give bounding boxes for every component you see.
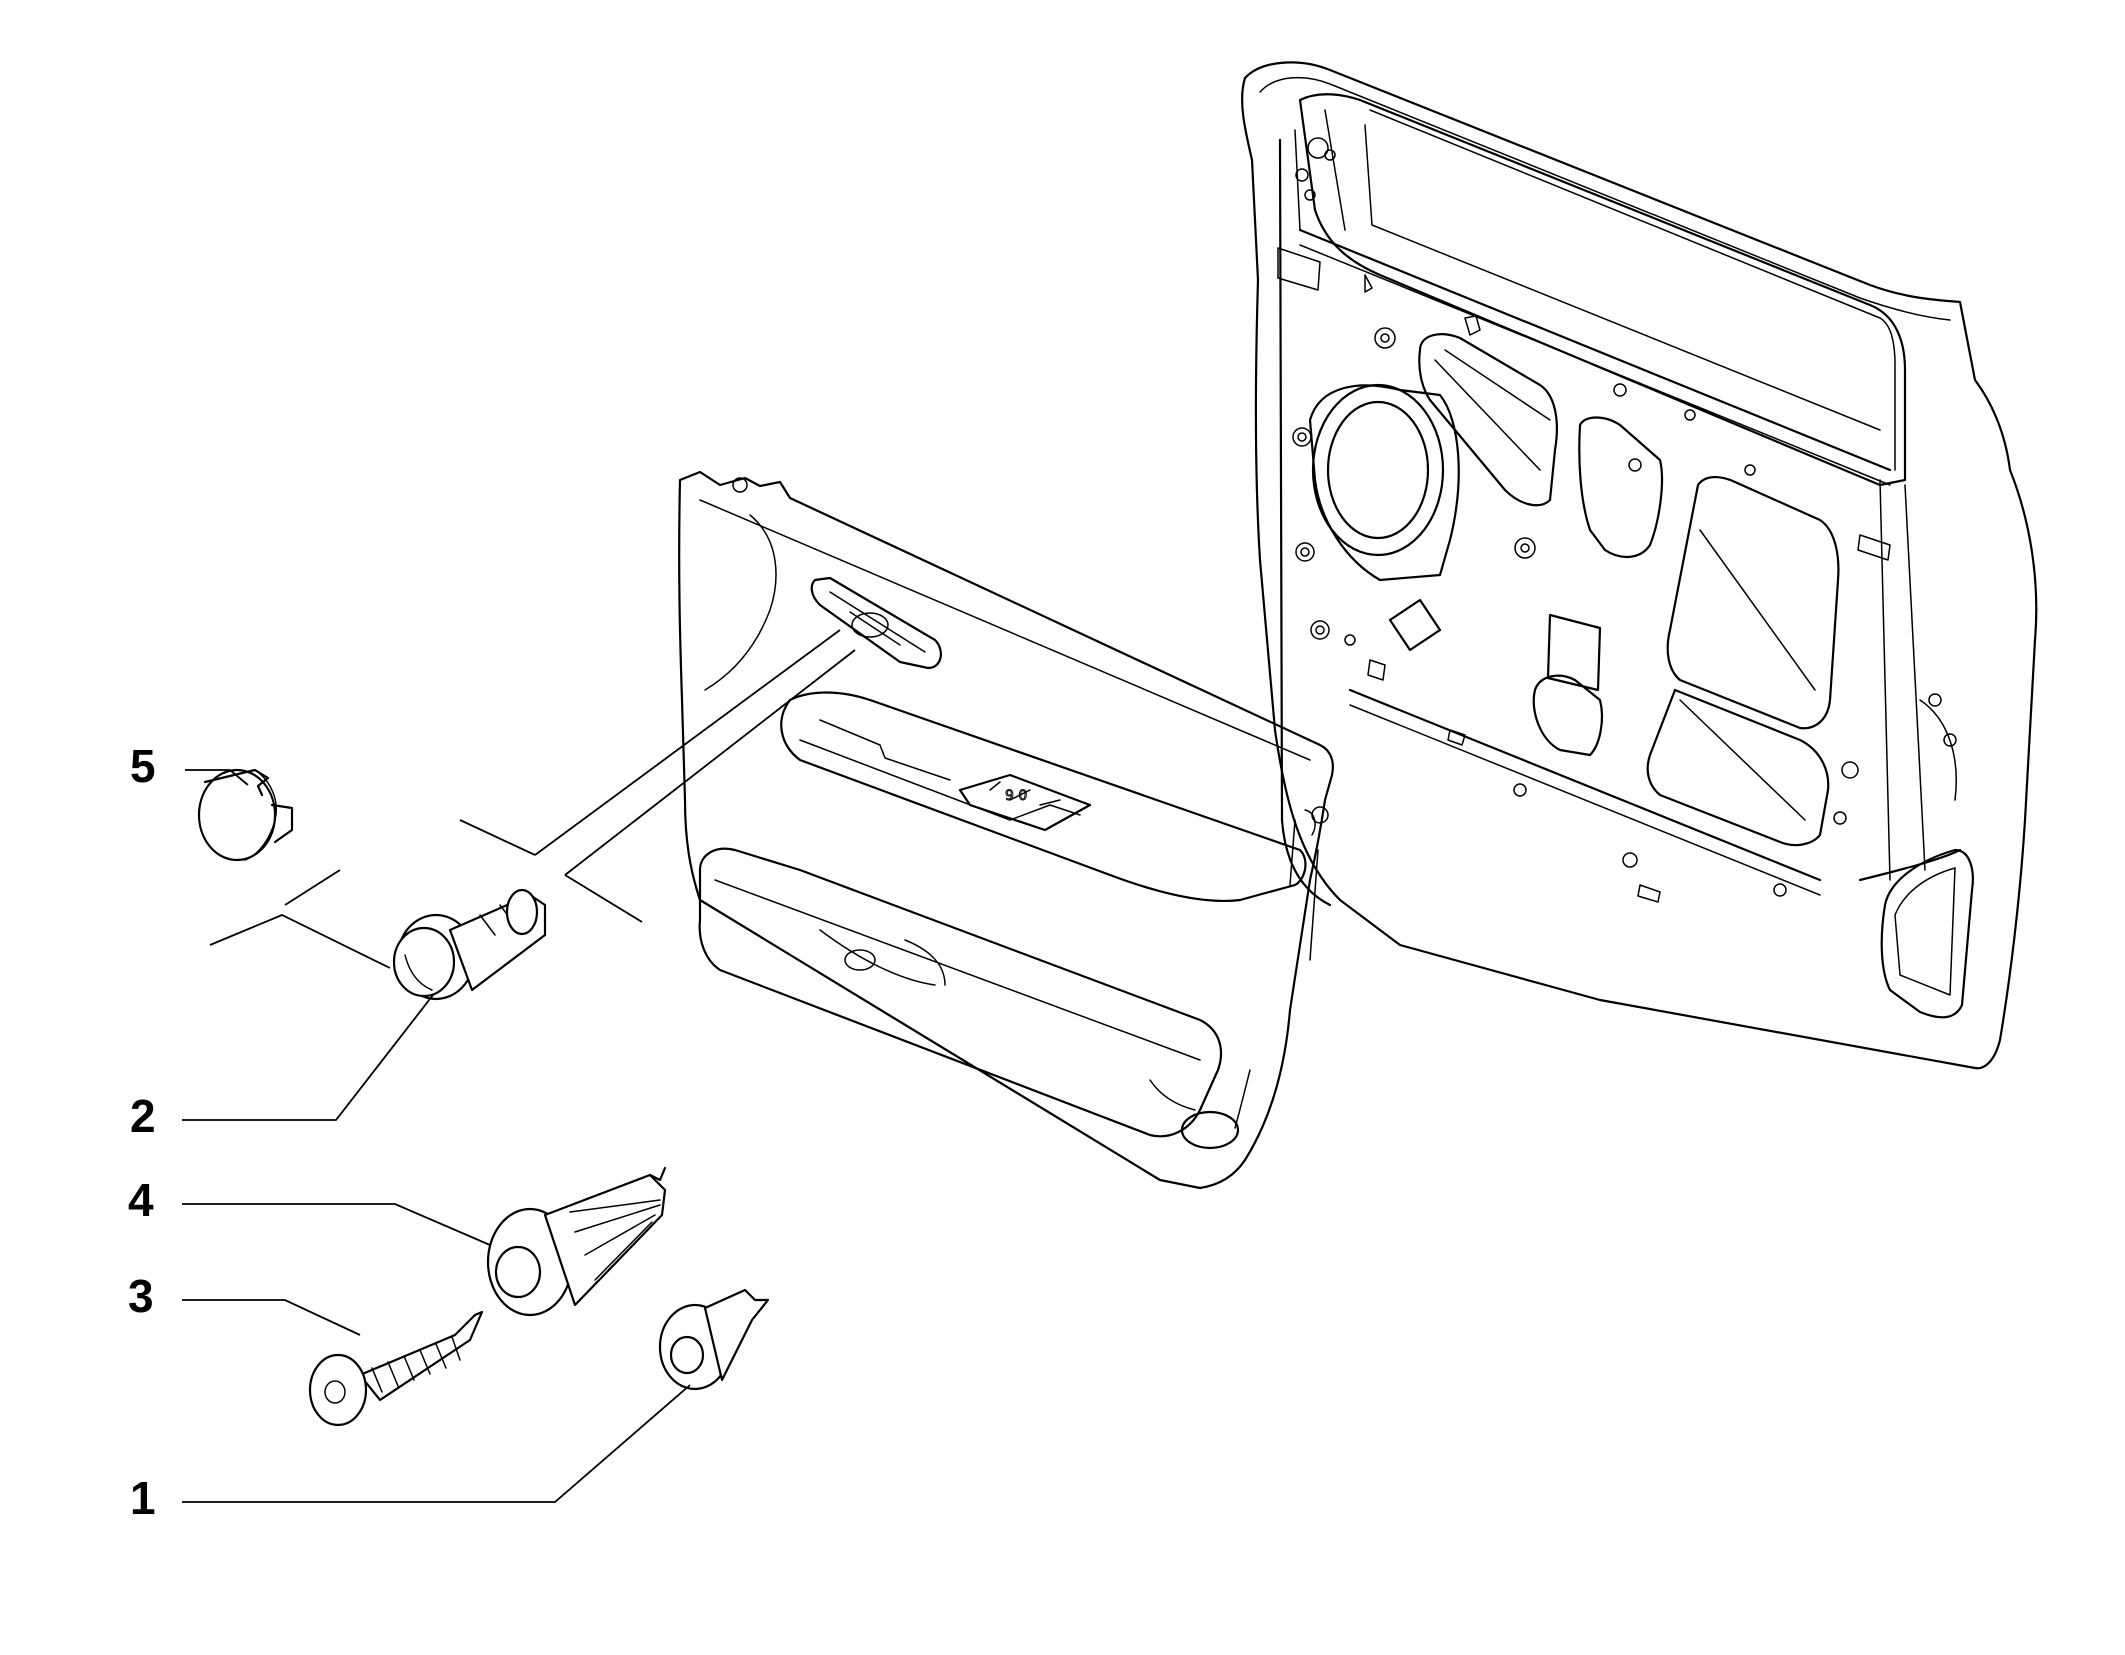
- door-trim-panel: 9 0: [678, 470, 1334, 1190]
- callout-1: 1: [130, 1472, 156, 1524]
- stud-fastener-part: [392, 888, 547, 1001]
- callout-2: 2: [130, 1090, 156, 1142]
- callout-5: 5: [130, 740, 156, 792]
- push-clip-part: [658, 1288, 770, 1391]
- cap-part: [197, 768, 294, 862]
- door-inner-panel: [1241, 61, 2038, 1070]
- plastic-clip-part: [486, 1166, 667, 1317]
- callout-3: 3: [128, 1270, 154, 1322]
- self-tapping-screw-part: [308, 1310, 484, 1427]
- callout-4: 4: [128, 1174, 154, 1226]
- svg-text:9 0: 9 0: [1005, 788, 1027, 804]
- callout-labels: 5 2 4 3 1: [128, 740, 156, 1524]
- leader-lines: [182, 629, 856, 1503]
